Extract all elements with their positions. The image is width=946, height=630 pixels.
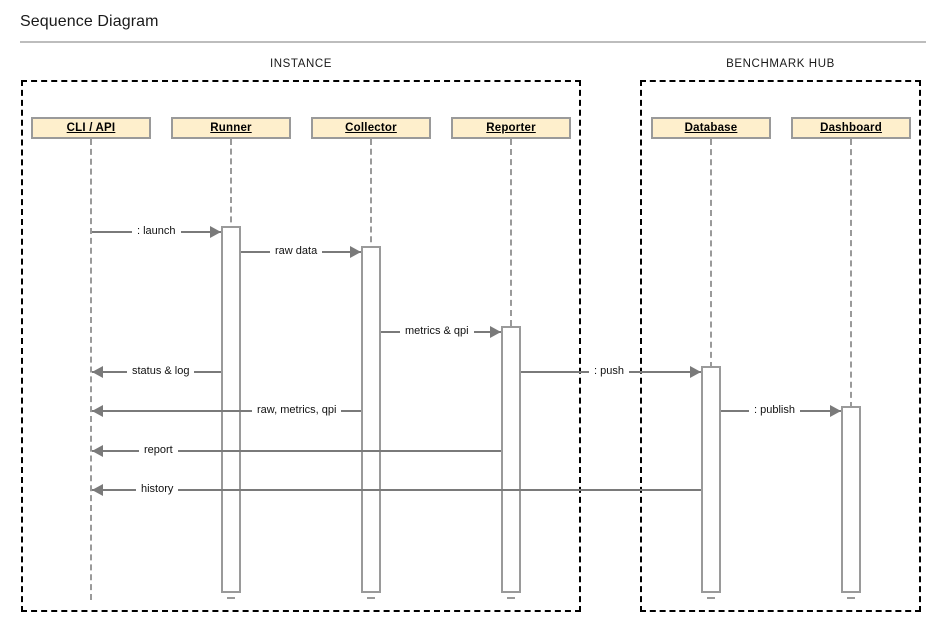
- message-launch-label: : launch: [132, 225, 181, 237]
- actor-box-collector[interactable]: Collector: [311, 117, 431, 139]
- actor-label-cli-api: CLI / API: [66, 122, 116, 134]
- lifeline-cli-api: [90, 139, 92, 600]
- message-status-log-label: status & log: [127, 365, 195, 377]
- message-history-arrowhead: [92, 484, 103, 496]
- page-title: Sequence Diagram: [20, 13, 159, 30]
- message-push-arrowhead: [690, 366, 701, 378]
- message-report-arrowhead: [92, 445, 103, 457]
- message-report-line: [92, 450, 501, 452]
- actor-label-reporter: Reporter: [486, 122, 536, 134]
- message-raw-metrics-qpi-label: raw, metrics, qpi: [252, 404, 342, 416]
- actor-box-reporter[interactable]: Reporter: [451, 117, 571, 139]
- lifeline-database: [710, 139, 712, 368]
- message-history-label: history: [136, 483, 179, 495]
- message-metrics-qpi-label: metrics & qpi: [400, 325, 474, 337]
- activation-reporter-foot: [507, 597, 515, 599]
- message-history-line: [92, 489, 701, 491]
- activation-reporter[interactable]: [501, 326, 521, 593]
- frame-label-benchmark-hub: BENCHMARK HUB: [726, 58, 835, 70]
- message-raw-metrics-qpi-arrowhead: [92, 405, 103, 417]
- activation-runner-foot: [227, 597, 235, 599]
- actor-box-cli-api[interactable]: CLI / API: [31, 117, 151, 139]
- activation-dashboard-foot: [847, 597, 855, 599]
- actor-label-collector: Collector: [345, 122, 397, 134]
- actor-label-dashboard: Dashboard: [820, 122, 882, 134]
- title-divider: [20, 41, 926, 43]
- activation-collector-foot: [367, 597, 375, 599]
- actor-label-database: Database: [684, 122, 738, 134]
- actor-box-database[interactable]: Database: [651, 117, 771, 139]
- frame-label-instance: INSTANCE: [269, 58, 333, 70]
- lifeline-dashboard: [850, 139, 852, 408]
- actor-box-dashboard[interactable]: Dashboard: [791, 117, 911, 139]
- message-raw-data-arrowhead: [350, 246, 361, 258]
- frame-benchmark-hub: [640, 80, 921, 612]
- message-raw-metrics-qpi-line: [92, 410, 361, 412]
- lifeline-reporter: [510, 139, 512, 326]
- frame-instance: [21, 80, 581, 612]
- message-raw-data-label: raw data: [270, 245, 323, 257]
- activation-database-foot: [707, 597, 715, 599]
- message-publish-arrowhead: [830, 405, 841, 417]
- activation-dashboard[interactable]: [841, 406, 861, 593]
- message-status-log-arrowhead: [92, 366, 103, 378]
- activation-database[interactable]: [701, 366, 721, 593]
- lifeline-runner: [230, 139, 232, 232]
- message-push-label: : push: [589, 365, 629, 377]
- lifeline-collector: [370, 139, 372, 252]
- activation-runner[interactable]: [221, 226, 241, 593]
- activation-collector[interactable]: [361, 246, 381, 593]
- message-publish-label: : publish: [749, 404, 800, 416]
- message-metrics-qpi-arrowhead: [490, 326, 501, 338]
- actor-label-runner: Runner: [210, 122, 252, 134]
- message-report-label: report: [139, 444, 178, 456]
- message-launch-arrowhead: [210, 226, 221, 238]
- actor-box-runner[interactable]: Runner: [171, 117, 291, 139]
